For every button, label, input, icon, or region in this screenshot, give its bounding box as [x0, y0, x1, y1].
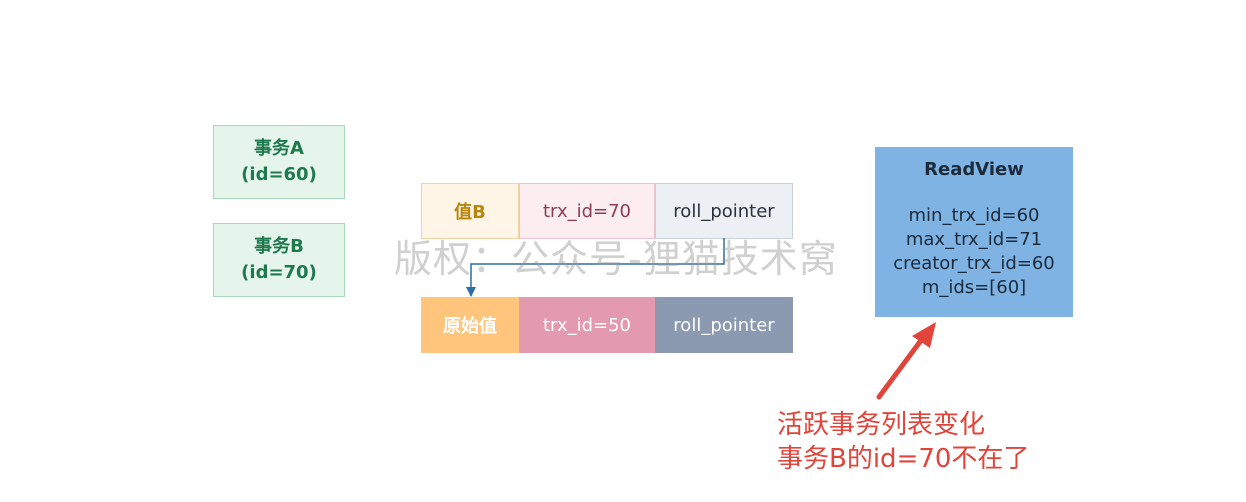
- roll-pointer-arrow-head: [466, 287, 476, 297]
- readview-max-trx-id: max_trx_id=71: [905, 229, 1043, 250]
- annotation-arrow-line: [876, 332, 928, 400]
- original-value-cell: 原始值: [421, 297, 519, 353]
- transaction-a-name: 事务A: [254, 138, 304, 159]
- readview-title: ReadView: [924, 159, 1024, 180]
- undo-row-original: 原始值 trx_id=50 roll_pointer: [421, 297, 793, 353]
- transaction-a-box: 事务A (id=60): [213, 125, 345, 199]
- readview-m-ids: m_ids=[60]: [921, 277, 1027, 298]
- transaction-b-id: (id=70): [241, 262, 317, 283]
- annotation-line-2: 事务B的id=70不在了: [777, 444, 1030, 474]
- undo-row-current: 值B trx_id=70 roll_pointer: [421, 183, 793, 239]
- annotation-note: 活跃事务列表变化 事务B的id=70不在了: [777, 408, 1029, 476]
- current-roll-pointer-cell: roll_pointer: [655, 183, 793, 239]
- current-value-cell: 值B: [421, 183, 519, 239]
- readview-box: ReadView min_trx_id=60 max_trx_id=71 cre…: [875, 147, 1073, 317]
- transaction-b-name: 事务B: [254, 236, 304, 257]
- current-trx-id-cell: trx_id=70: [519, 183, 655, 239]
- transaction-a-id: (id=60): [241, 164, 317, 185]
- roll-pointer-arrow: [470, 238, 725, 296]
- original-trx-id-cell: trx_id=50: [519, 297, 655, 353]
- watermark-text: 版权：公众号-狸猫技术窝: [394, 237, 838, 281]
- readview-min-trx-id: min_trx_id=60: [908, 205, 1040, 226]
- annotation-line-1: 活跃事务列表变化: [777, 410, 986, 440]
- transaction-b-box: 事务B (id=70): [213, 223, 345, 297]
- original-roll-pointer-cell: roll_pointer: [655, 297, 793, 353]
- readview-creator-trx-id: creator_trx_id=60: [893, 253, 1055, 274]
- annotation-arrow-head: [912, 322, 936, 348]
